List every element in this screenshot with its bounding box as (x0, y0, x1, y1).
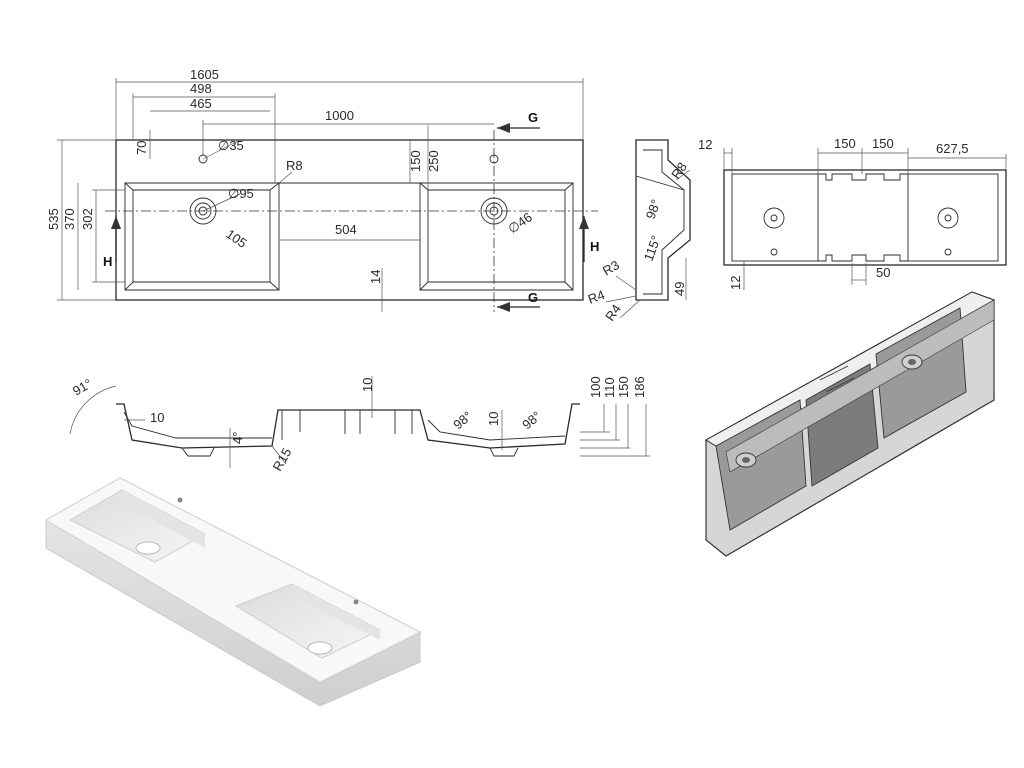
front-dim-98-a: 98° (450, 408, 475, 432)
back-dim-627: 627,5 (936, 141, 969, 156)
side-dim-115: 115° (641, 234, 664, 264)
back-dim-12-side: 12 (728, 276, 743, 290)
back-dim-150-b: 150 (872, 136, 894, 151)
dim-250: 250 (426, 150, 441, 172)
right-bowl-outline (419, 182, 574, 291)
dim-r8: R8 (286, 158, 303, 173)
side-dim-r3: R3 (600, 257, 622, 278)
left-bowl-outline (124, 182, 280, 291)
section-marker-h-right: H (590, 239, 599, 254)
dim-498: 498 (190, 81, 212, 96)
front-dim-10-a: 10 (150, 410, 164, 425)
section-marker-g-bottom: G (528, 290, 538, 305)
back-dim-50: 50 (876, 265, 890, 280)
basin-right-drain (307, 641, 333, 655)
front-dim-r15: R15 (270, 445, 295, 473)
back-dim-150-a: 150 (834, 136, 856, 151)
back-view: 12 150 150 627,5 12 50 (698, 136, 1007, 290)
top-view: 1605 498 465 1000 535 370 302 70 ∅35 ∅95… (46, 67, 599, 312)
dim-105: 105 (223, 226, 249, 251)
front-dim-91: 91° (70, 376, 95, 399)
side-section-outline (635, 139, 691, 301)
dim-drain-95: ∅95 (228, 186, 254, 201)
front-section-profile (116, 403, 580, 449)
front-section-view: 91° 10 10 4° R15 98° 10 98° 100 110 150 … (69, 376, 650, 474)
back-left-bowl (731, 173, 819, 262)
front-dim-4: 4° (230, 432, 245, 444)
back-dim-12-top: 12 (698, 137, 712, 152)
white-basin-render (45, 477, 422, 707)
back-view-outline (723, 169, 1007, 266)
dim-70: 70 (134, 141, 149, 155)
dim-150: 150 (408, 150, 423, 172)
dim-302: 302 (80, 208, 95, 230)
front-dim-100: 100 (588, 376, 603, 398)
back-right-drain (937, 207, 959, 229)
side-dim-98: 98° (643, 197, 664, 221)
grey-basin-render (705, 291, 996, 557)
section-marker-g-top: G (528, 110, 538, 125)
front-dim-150: 150 (616, 376, 631, 398)
side-dim-49: 49 (672, 282, 687, 296)
basin-left-drain (135, 541, 161, 555)
basin-right-tap-hole (353, 599, 359, 605)
back-right-tap (944, 248, 952, 256)
side-section-view: R8 98° 115° R3 R4 R4 49 (586, 139, 691, 324)
dim-370: 370 (62, 208, 77, 230)
side-dim-r4-b: R4 (602, 301, 624, 323)
front-dim-98-b: 98° (519, 408, 544, 432)
back-left-tap (770, 248, 778, 256)
dim-overall-length: 1605 (190, 67, 219, 82)
dim-504: 504 (335, 222, 357, 237)
side-dim-r4-a: R4 (586, 287, 607, 307)
dim-drain-46: ∅46 (505, 209, 535, 236)
dim-14: 14 (368, 270, 383, 284)
back-right-bowl (907, 173, 999, 262)
front-dim-110: 110 (602, 377, 617, 398)
back-left-drain (763, 207, 785, 229)
dim-1000: 1000 (325, 108, 354, 123)
dim-535: 535 (46, 208, 61, 230)
front-dim-10-top: 10 (360, 378, 375, 392)
basin-left-tap-hole (177, 497, 183, 503)
dim-tap-35: ∅35 (218, 138, 244, 153)
section-marker-h-left: H (103, 254, 112, 269)
front-dim-186: 186 (632, 376, 647, 398)
dim-465: 465 (190, 96, 212, 111)
left-bowl-inner (132, 189, 271, 283)
front-dim-10-b: 10 (486, 412, 501, 426)
